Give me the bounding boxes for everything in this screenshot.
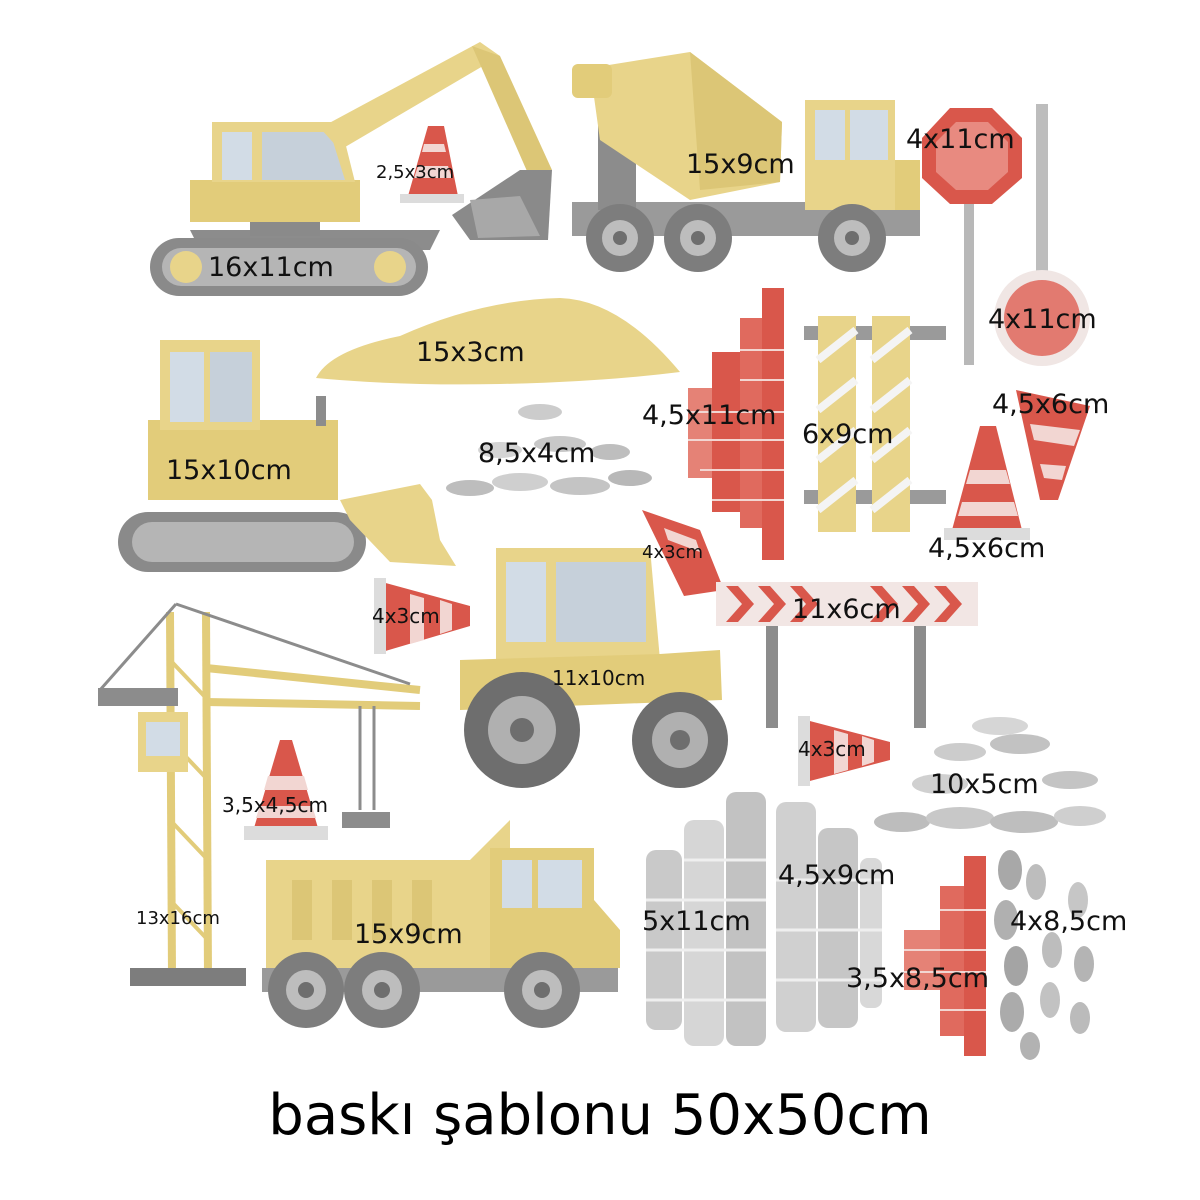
traffic-cone-icon — [1016, 390, 1090, 500]
brick-wall-icon — [688, 288, 784, 560]
traffic-cone-icon — [642, 510, 724, 596]
chevron-barrier-icon — [716, 582, 978, 728]
size-label-cone-small: 2,5x3cm — [376, 162, 455, 183]
stone-wall-icon — [646, 792, 766, 1046]
size-label-tractor: 11x10cm — [552, 666, 646, 690]
size-label-stone-wall-wide: 5x11cm — [642, 906, 751, 937]
bulldozer-icon — [118, 340, 456, 572]
size-label-cone-crane: 3,5x4,5cm — [222, 793, 328, 817]
size-label-stone-wall-narrow: 4,5x9cm — [778, 860, 896, 891]
stone-wall-icon — [776, 802, 882, 1032]
size-label-stop-sign: 4x11cm — [906, 124, 1015, 155]
size-label-striped-barrier: 6x9cm — [802, 419, 894, 450]
size-label-mixer-truck: 15x9cm — [686, 149, 795, 180]
excavator-icon — [150, 42, 552, 296]
size-label-dump-truck: 15x9cm — [354, 919, 463, 950]
stone-pile-icon — [446, 404, 652, 496]
traffic-cone-icon — [244, 740, 328, 840]
traffic-cone-icon — [400, 126, 464, 203]
striped-barrier-icon — [804, 316, 946, 532]
dump-truck-icon — [262, 820, 620, 1028]
size-label-cone-brick: 4x3cm — [642, 542, 703, 563]
size-label-bulldozer: 15x10cm — [166, 455, 292, 486]
size-label-stone-pile-small: 8,5x4cm — [478, 438, 596, 469]
size-label-brick-stack: 3,5x8,5cm — [846, 963, 990, 994]
size-label-crane: 13x16cm — [136, 908, 220, 929]
sand-pile-icon — [316, 298, 680, 385]
size-label-stone-stack: 4x8,5cm — [1010, 906, 1128, 937]
tower-crane-icon — [98, 602, 421, 986]
round-road-sign-icon — [994, 104, 1090, 366]
size-label-cone-tractor: 4x3cm — [372, 604, 440, 628]
size-label-sand-pile: 15x3cm — [416, 337, 525, 368]
size-label-brick-wall: 4,5x11cm — [642, 400, 777, 431]
traffic-cone-icon — [374, 578, 470, 654]
size-label-chevron-barrier: 11x6cm — [792, 594, 901, 625]
size-label-cone-bottom: 4,5x6cm — [928, 533, 1046, 564]
size-label-stone-pile-large: 10x5cm — [930, 769, 1039, 800]
size-label-cone-top: 4,5x6cm — [992, 389, 1110, 420]
stone-stack-icon — [994, 850, 1094, 1060]
traffic-cone-icon — [798, 716, 890, 786]
size-label-excavator: 16x11cm — [208, 252, 334, 283]
template-caption: baskı şablonu 50x50cm — [268, 1083, 932, 1148]
tractor-icon — [460, 548, 728, 788]
concrete-mixer-truck-icon — [572, 52, 920, 272]
stop-sign-icon — [922, 108, 1022, 365]
brick-stack-icon — [904, 856, 986, 1056]
stone-pile-icon — [874, 717, 1106, 833]
traffic-cone-icon — [944, 426, 1030, 540]
size-label-cone-stones: 4x3cm — [798, 737, 866, 761]
size-label-round-sign: 4x11cm — [988, 304, 1097, 335]
